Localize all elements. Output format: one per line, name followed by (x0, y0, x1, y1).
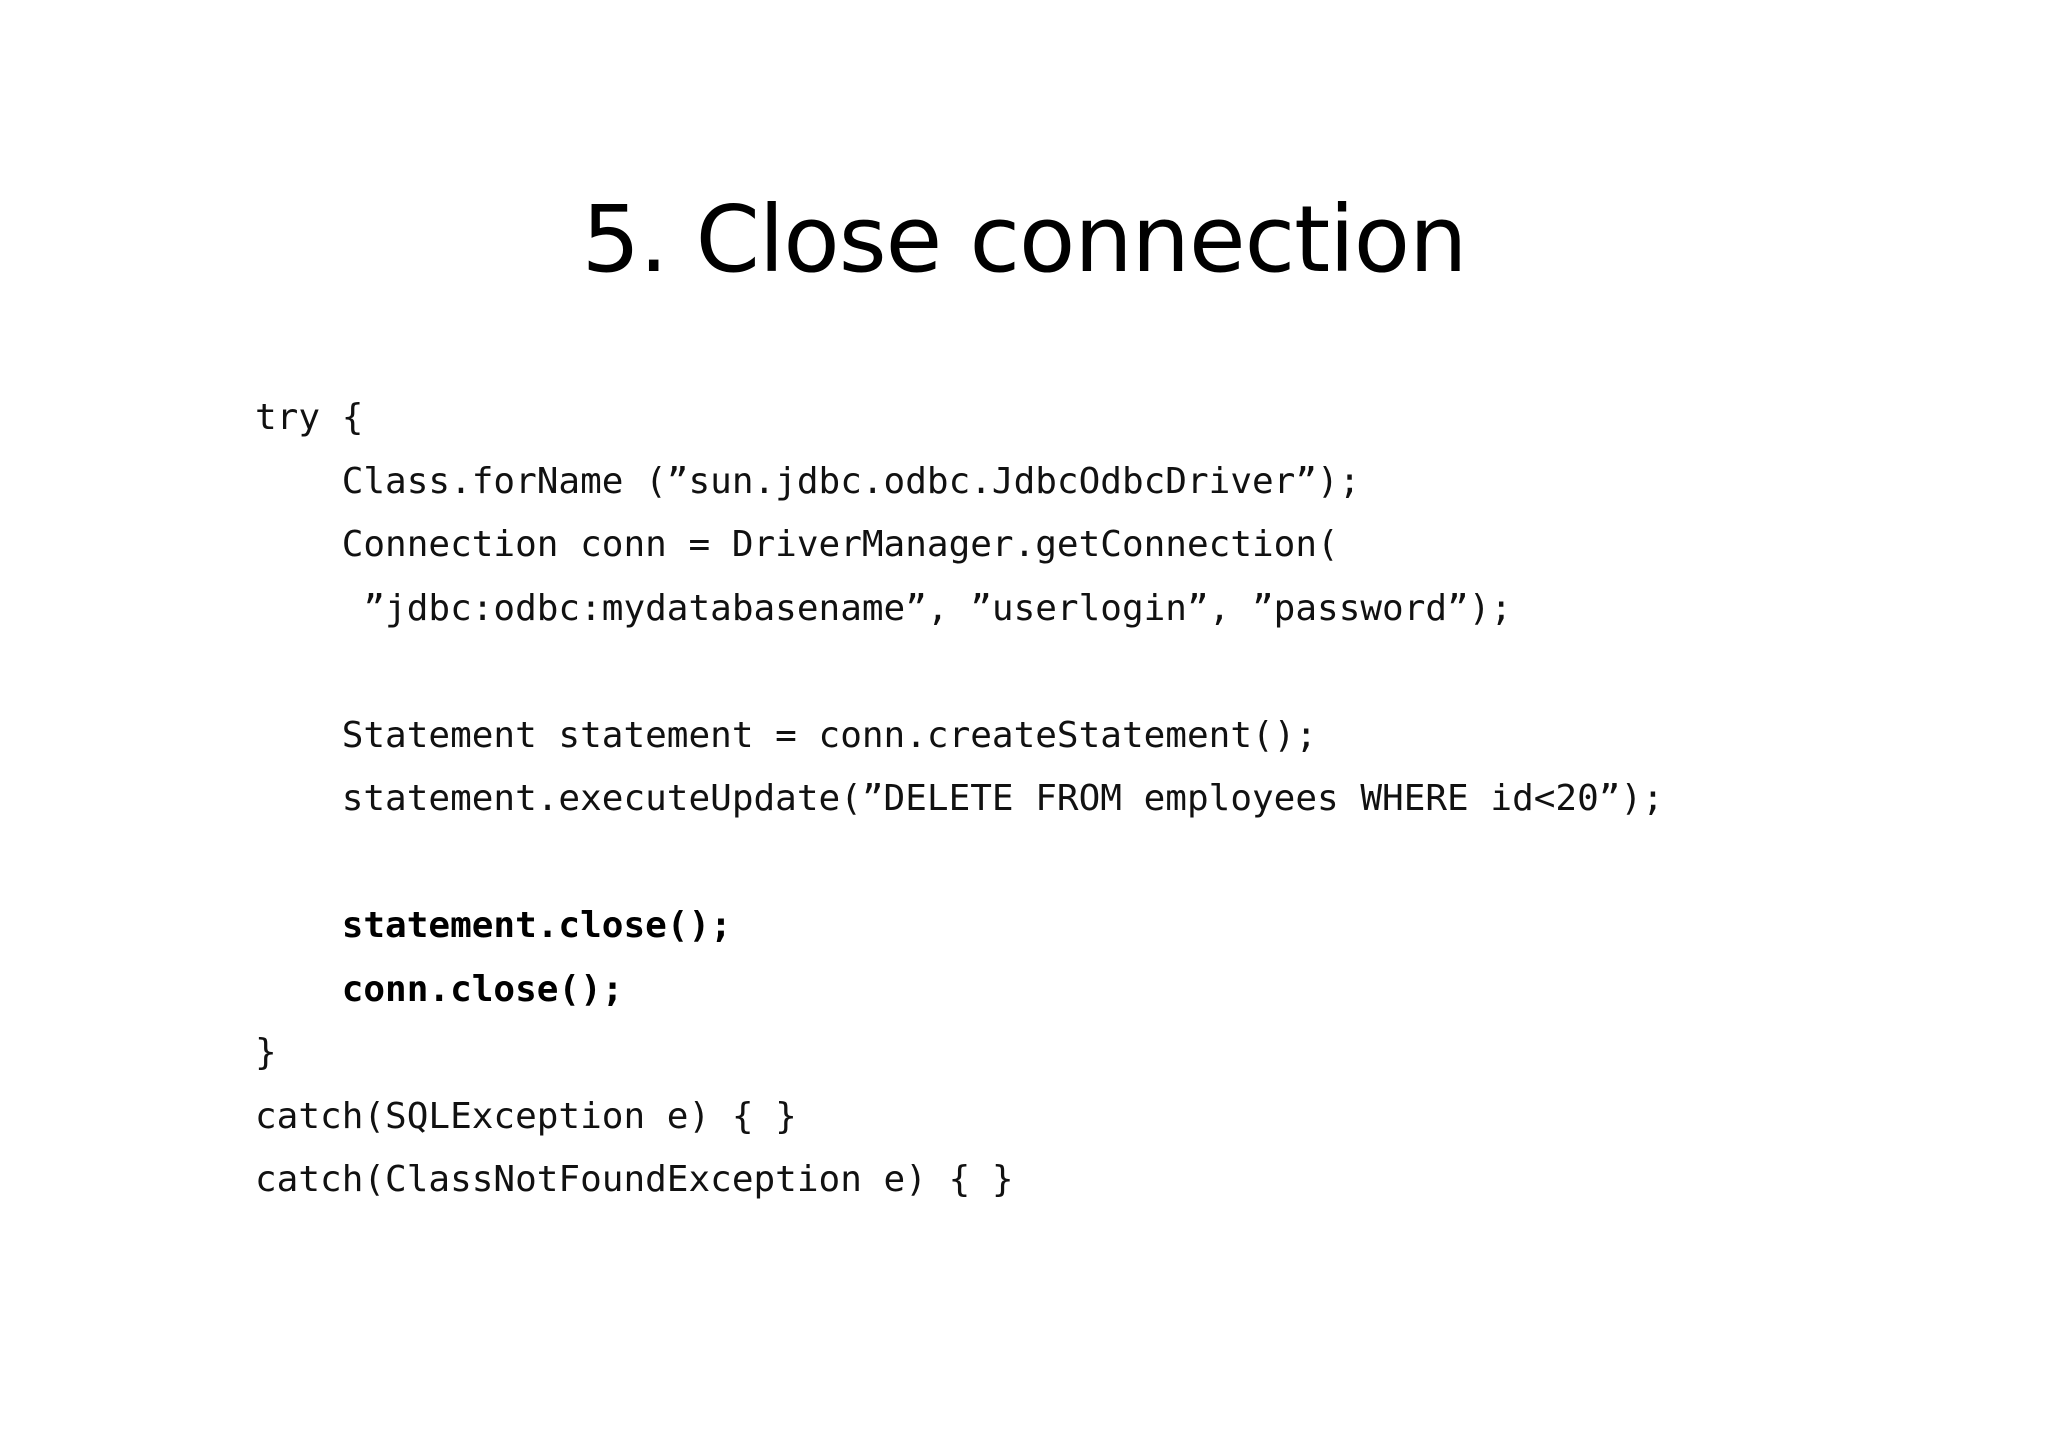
code-line-highlighted: statement.close(); (255, 905, 732, 946)
code-line: statement.executeUpdate(”DELETE FROM emp… (255, 778, 1664, 819)
code-line: try { (255, 397, 364, 438)
code-line: catch(SQLException e) { } (255, 1095, 797, 1137)
code-line: } (255, 1032, 277, 1073)
code-line-highlighted: conn.close(); (255, 968, 624, 1010)
slide-title: 5. Close connection (581, 186, 1468, 293)
code-line: ”jdbc:odbc:mydatabasename”, ”userlogin”,… (255, 587, 1513, 629)
code-line: Statement statement = conn.createStateme… (255, 714, 1318, 756)
code-line-blank (255, 640, 2035, 704)
code-line: Class.forName (”sun.jdbc.odbc.JdbcOdbcDr… (255, 460, 1361, 502)
code-line: catch(ClassNotFoundException e) { } (255, 1159, 1014, 1200)
code-line-blank (255, 831, 2035, 895)
code-block: try { Class.forName (”sun.jdbc.odbc.Jdbc… (255, 386, 2035, 1212)
code-line: Connection conn = DriverManager.getConne… (255, 524, 1339, 565)
